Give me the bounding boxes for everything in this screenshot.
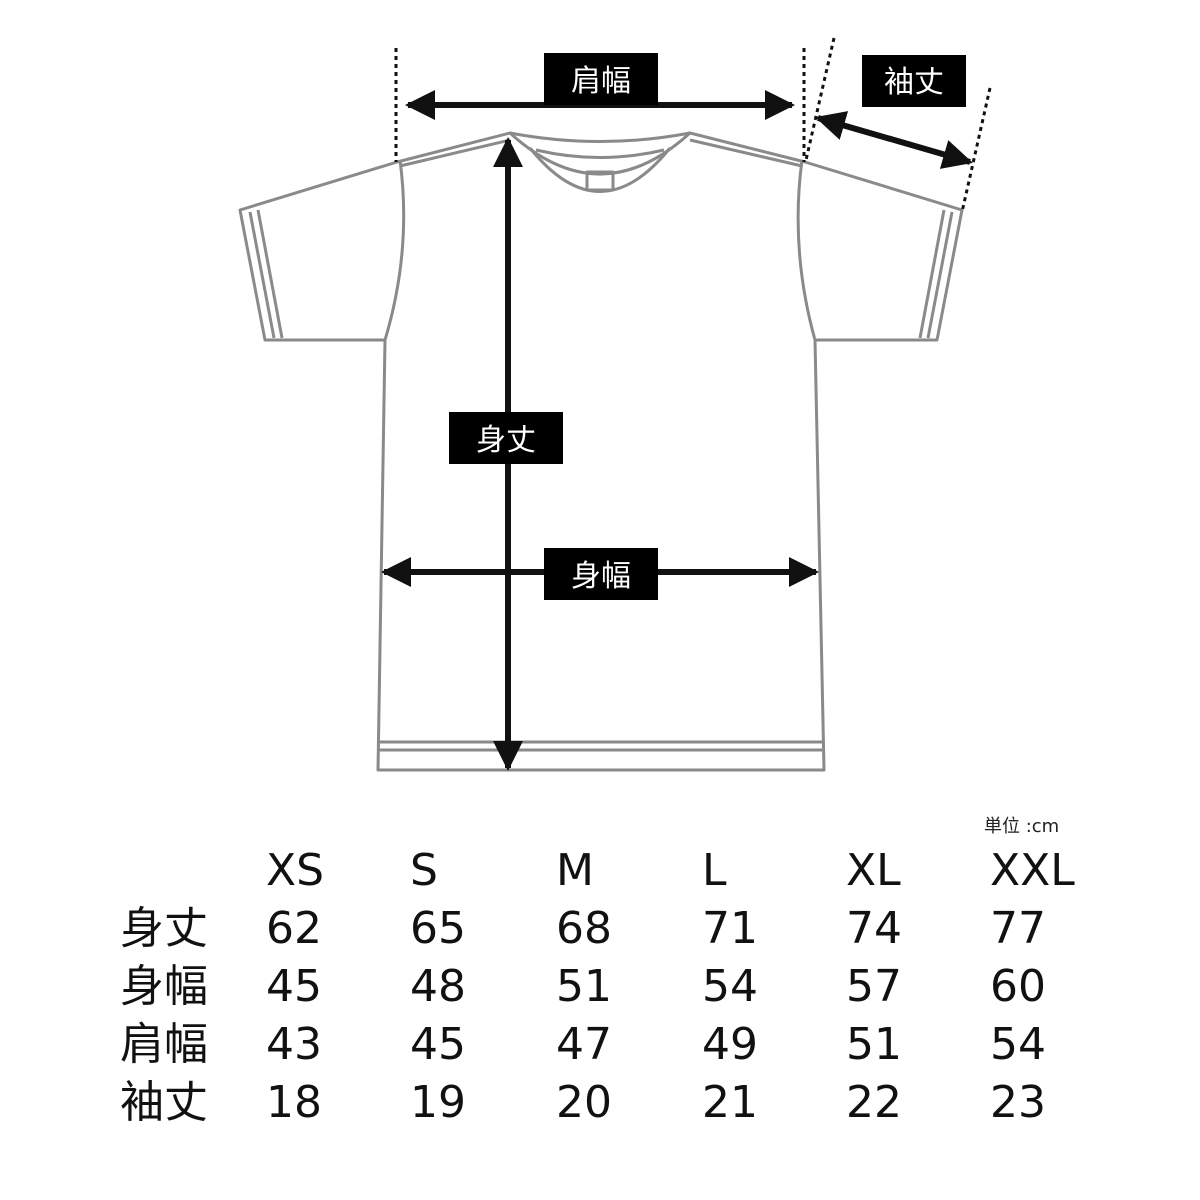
tag-body-length: 身丈	[449, 412, 563, 464]
tshirt-measurement-diagram: 肩幅 袖丈 身丈 身幅	[238, 37, 992, 772]
tag-shoulder-width-text: 肩幅	[571, 64, 631, 99]
guide-sleeve-end	[960, 87, 992, 213]
table-cell: 68	[556, 903, 612, 954]
table-cell: 60	[990, 961, 1046, 1012]
table-cell: 77	[990, 903, 1046, 954]
collar-outer	[509, 131, 691, 143]
guide-sleeve-top	[804, 37, 836, 161]
table-cell: 45	[410, 1019, 466, 1070]
left-shoulder-seam	[383, 159, 406, 341]
sleeve-length-arrow	[815, 111, 973, 169]
tag-body-width: 身幅	[544, 548, 658, 600]
tag-body-width-text: 身幅	[571, 559, 631, 594]
size-header: L	[702, 845, 727, 896]
right-sleeve-hem-2	[918, 209, 946, 339]
table-cell: 74	[846, 903, 902, 954]
right-yoke-line	[689, 138, 803, 168]
size-header: XS	[266, 845, 325, 896]
left-sleeve-hem-2	[256, 209, 284, 339]
size-header: M	[556, 845, 594, 896]
row-label: 身丈	[120, 903, 208, 954]
table-cell: 62	[266, 903, 322, 954]
shirt-body-outline	[238, 131, 964, 772]
table-cell: 47	[556, 1019, 612, 1070]
table-cell: 20	[556, 1077, 612, 1128]
unit-note: 単位 :cm	[984, 816, 1060, 837]
tag-sleeve-length-text: 袖丈	[884, 65, 944, 100]
table-cell: 23	[990, 1077, 1046, 1128]
size-header: S	[410, 845, 438, 896]
right-shoulder-seam	[796, 159, 817, 341]
left-yoke-line	[399, 138, 511, 168]
table-cell: 65	[410, 903, 466, 954]
size-header: XXL	[990, 845, 1075, 896]
right-sleeve-hem-1	[926, 211, 954, 339]
tag-sleeve-length: 袖丈	[862, 55, 966, 107]
collar-inner-2	[535, 148, 665, 159]
table-cell: 49	[702, 1019, 758, 1070]
row-label: 肩幅	[120, 1019, 208, 1070]
tag-body-length-text: 身丈	[476, 423, 536, 458]
left-sleeve-hem-1	[248, 211, 276, 339]
size-header: XL	[846, 845, 901, 896]
table-cell: 45	[266, 961, 322, 1012]
row-label: 身幅	[120, 961, 208, 1012]
table-cell: 57	[846, 961, 902, 1012]
table-cell: 19	[410, 1077, 466, 1128]
table-cell: 48	[410, 961, 466, 1012]
table-cell: 71	[702, 903, 758, 954]
table-cell: 54	[702, 961, 758, 1012]
row-label: 袖丈	[120, 1077, 208, 1128]
tag-shoulder-width: 肩幅	[544, 53, 658, 105]
table-cell: 18	[266, 1077, 322, 1128]
tshirt-outline	[238, 131, 964, 772]
table-cell: 22	[846, 1077, 902, 1128]
table-cell: 51	[846, 1019, 902, 1070]
table-cell: 21	[702, 1077, 758, 1128]
table-cell: 51	[556, 961, 612, 1012]
guide-lines	[394, 37, 992, 213]
table-cell: 43	[266, 1019, 322, 1070]
table-cell: 54	[990, 1019, 1046, 1070]
neck-tag-outline	[585, 170, 615, 192]
